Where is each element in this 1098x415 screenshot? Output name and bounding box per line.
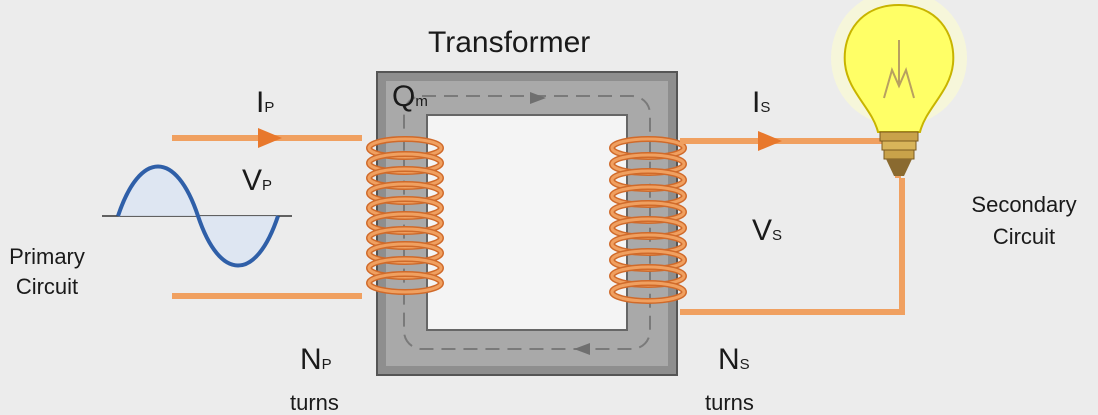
primary-circuit-label: Primary Circuit — [0, 246, 102, 298]
secondary-turns-subscript: S — [739, 356, 750, 373]
flux-label: Qm — [392, 82, 428, 112]
primary-turns-word: turns — [290, 390, 339, 415]
coil-turn-highlight — [610, 281, 686, 303]
core-window — [426, 114, 628, 331]
secondary-current-subscript: S — [760, 99, 771, 116]
secondary-turns-word: turns — [705, 390, 754, 415]
secondary-turns-label: NS — [718, 345, 750, 375]
flux-symbol: Q — [392, 80, 416, 113]
primary-voltage-subscript: P — [262, 177, 273, 194]
secondary-circuit-label: Secondary Circuit — [950, 194, 1098, 248]
primary-circuit-line2: Circuit — [15, 274, 79, 299]
primary-current-symbol: I — [256, 86, 265, 119]
primary-circuit-line1: Primary — [9, 244, 85, 269]
secondary-current-label: IS — [752, 88, 770, 118]
flux-arrow-icon — [574, 343, 590, 355]
transformer-core — [376, 71, 678, 376]
secondary-top-wire — [680, 138, 901, 178]
secondary-circuit-line2: Circuit — [992, 224, 1056, 249]
primary-current-label: IP — [256, 88, 274, 118]
secondary-winding — [609, 136, 687, 304]
flux-subscript: m — [415, 93, 428, 110]
lightbulb-icon — [831, 0, 967, 176]
primary-winding — [366, 136, 444, 295]
primary-turns-symbol: N — [300, 343, 322, 376]
secondary-wires — [680, 138, 905, 315]
sine-wave-icon — [102, 164, 292, 268]
secondary-voltage-label: VS — [752, 216, 782, 246]
secondary-bottom-wire — [680, 178, 905, 315]
flux-arrow-icon — [530, 92, 546, 104]
primary-turns-label: NP — [300, 345, 332, 375]
secondary-voltage-subscript: S — [772, 227, 783, 244]
secondary-current-arrow-icon — [758, 131, 782, 151]
secondary-current-symbol: I — [752, 86, 761, 119]
primary-turns-subscript: P — [321, 356, 332, 373]
primary-voltage-symbol: V — [242, 164, 263, 197]
diagram-title: Transformer — [428, 26, 591, 59]
secondary-turns-symbol: N — [718, 343, 740, 376]
primary-current-subscript: P — [264, 99, 275, 116]
secondary-voltage-symbol: V — [752, 214, 773, 247]
coil-turn-highlight — [367, 272, 443, 294]
secondary-circuit-line1: Secondary — [971, 192, 1077, 217]
primary-voltage-label: VP — [242, 166, 272, 196]
primary-current-arrow-icon — [258, 128, 282, 148]
